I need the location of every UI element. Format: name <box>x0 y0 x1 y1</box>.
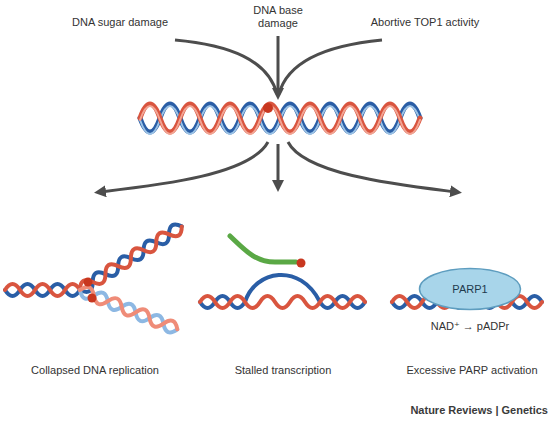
dna-strand <box>200 275 365 308</box>
caption-label: Abortive TOP1 activity <box>345 16 505 29</box>
dna-helix <box>140 103 420 134</box>
rna-strand <box>230 236 296 262</box>
damage-dot <box>88 294 97 303</box>
dna-strand <box>78 284 180 334</box>
caption-label: Excessive PARP activation <box>392 364 552 377</box>
dna-strand <box>77 221 185 295</box>
arrow-line <box>288 142 456 192</box>
arrow-line <box>277 36 280 94</box>
caption-label: DNA base damage <box>246 4 310 30</box>
converging-arrows <box>175 36 382 94</box>
transcription-bubble <box>200 236 365 308</box>
arrow-line <box>279 40 382 94</box>
arrow-line <box>277 144 280 186</box>
ellipse-shape <box>420 269 521 310</box>
dna-strand <box>77 221 185 295</box>
fork-arm <box>78 284 180 334</box>
damage-dot <box>84 278 93 287</box>
dna-strand <box>78 284 180 334</box>
protein-ellipse: PARP1 <box>418 267 522 311</box>
caption-label: NAD⁺ → pADPr <box>410 320 530 333</box>
replication-fork <box>5 221 185 335</box>
damage-dot <box>263 103 273 113</box>
dna-strand <box>5 284 80 296</box>
dna-strand <box>5 284 80 296</box>
arrow-line <box>100 142 268 192</box>
caption-label: Stalled transcription <box>203 364 363 377</box>
damage-dot <box>297 259 306 268</box>
caption-label: Collapsed DNA replication <box>15 364 175 377</box>
node-text: PARP1 <box>452 283 487 295</box>
dna-strand <box>140 106 420 134</box>
diverging-arrows <box>100 142 456 192</box>
dna-strand <box>200 296 365 308</box>
watermark: Nature Reviews | Genetics <box>360 404 548 417</box>
caption-label: DNA sugar damage <box>50 16 190 29</box>
fork-arm <box>77 221 185 295</box>
arrow-line <box>175 40 277 94</box>
